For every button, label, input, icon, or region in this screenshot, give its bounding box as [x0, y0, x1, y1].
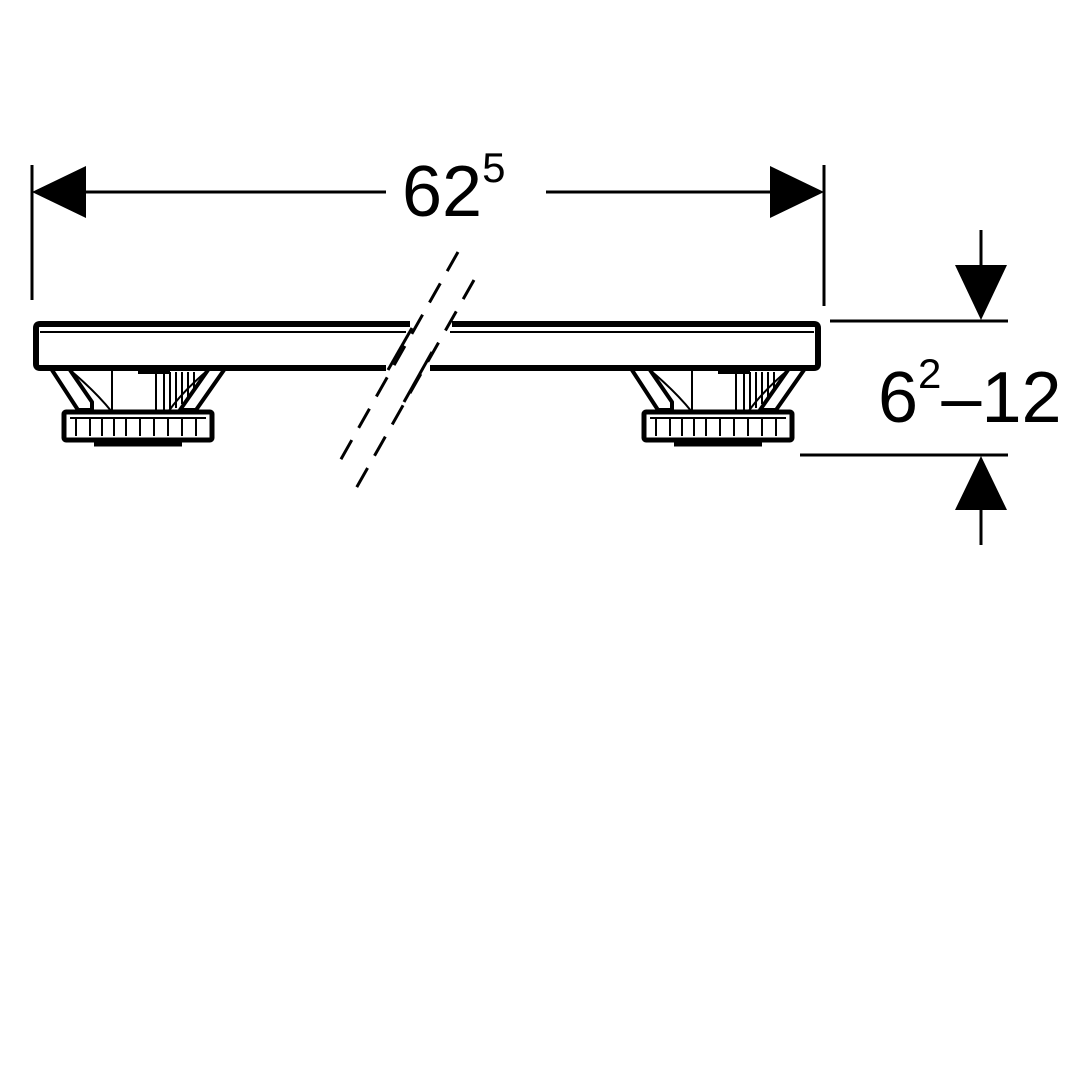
foot-left-nut-knurls: [75, 418, 197, 436]
shelf-plate-left-segment: [33, 321, 410, 371]
height-dimension: 62–12: [800, 230, 1062, 545]
width-dimension: 625: [30, 144, 826, 306]
foot-left-ribs: [163, 372, 195, 410]
adjustable-foot-left: [50, 368, 226, 447]
foot-right-nut: [641, 409, 795, 443]
foot-right-ribs: [743, 372, 775, 410]
break-line-left: [334, 251, 460, 469]
break-edge-left: [386, 327, 414, 371]
height-dimension-label: 62–12: [878, 350, 1062, 438]
width-arrowhead-left: [32, 166, 86, 218]
height-dimension-value: 6: [878, 358, 918, 438]
width-arrowhead-right: [770, 166, 824, 218]
height-dimension-range: –12: [941, 358, 1061, 438]
height-arrowhead-bottom: [955, 456, 1007, 510]
foot-left-nut: [61, 409, 215, 443]
width-dimension-label: 625: [402, 144, 505, 232]
height-arrowhead-top: [955, 265, 1007, 320]
shelf-plate-right-segment: [430, 321, 821, 371]
break-edges: [386, 327, 434, 403]
adjustable-foot-right: [630, 368, 806, 447]
width-dimension-value: 62: [402, 152, 482, 232]
width-dimension-superscript: 5: [482, 144, 505, 191]
break-lines: [334, 251, 476, 493]
shelf-plate: [33, 321, 821, 371]
break-edge-right: [402, 351, 434, 403]
height-dimension-superscript: 2: [918, 350, 941, 397]
foot-right-nut-knurls: [655, 418, 777, 436]
